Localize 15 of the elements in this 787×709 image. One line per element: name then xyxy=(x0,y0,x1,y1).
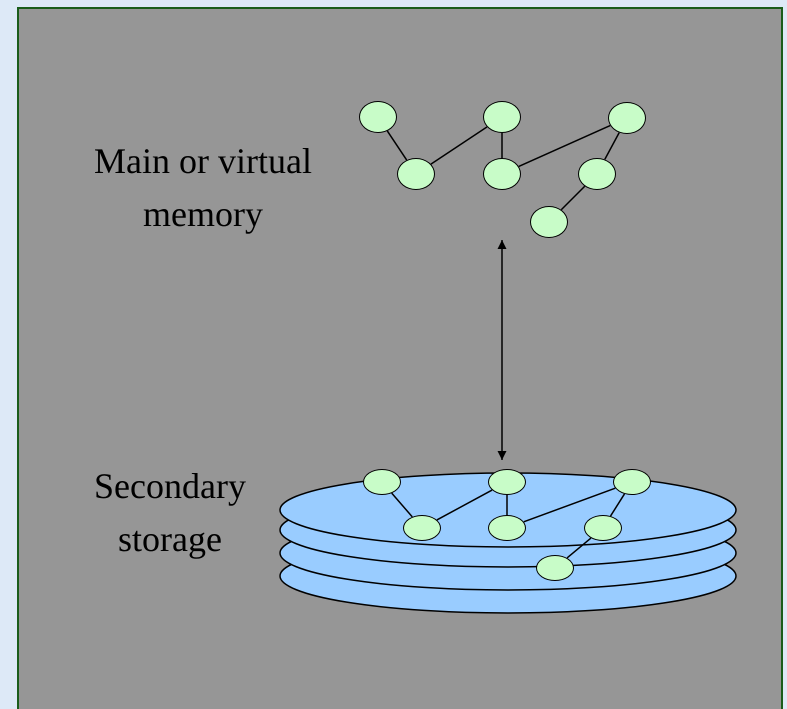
connector-line xyxy=(518,124,611,168)
connector-line xyxy=(610,494,626,516)
connector-line xyxy=(430,126,488,165)
arrow xyxy=(498,240,506,460)
connector-line xyxy=(501,133,503,158)
node-caption: Main or virtual memory xyxy=(93,140,313,236)
connector-line xyxy=(560,186,586,210)
connector-line xyxy=(566,537,592,559)
node-caption: Secondary storage xyxy=(93,465,247,561)
connector-line xyxy=(391,492,413,518)
connector-line xyxy=(523,487,616,523)
connector-line xyxy=(436,489,492,521)
connector-line xyxy=(604,132,620,160)
connector-line xyxy=(386,130,408,160)
connector-line xyxy=(506,495,508,515)
